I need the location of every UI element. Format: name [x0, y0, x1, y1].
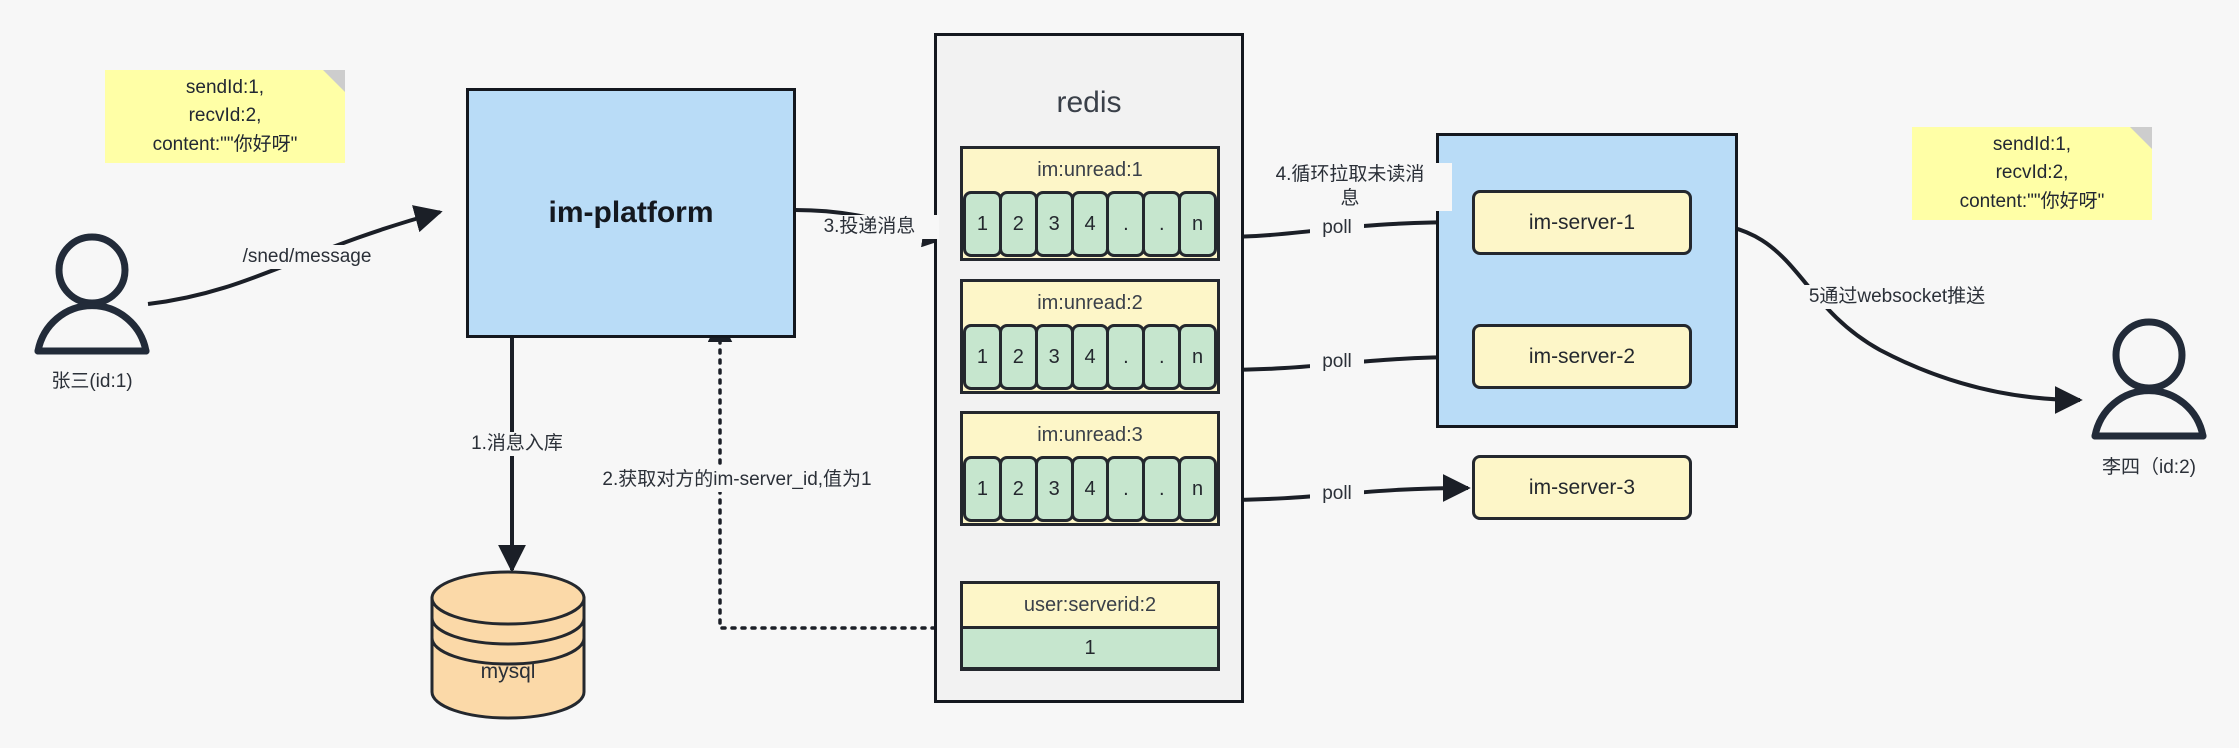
redis-cell[interactable]: 4 [1070, 324, 1110, 390]
note-fold-icon [323, 70, 345, 92]
redis-cell[interactable]: . [1106, 324, 1146, 390]
redis-cell[interactable]: 1 [963, 456, 1002, 522]
edge-label-step4: 4.循环拉取未读消 息 [1248, 163, 1452, 211]
redis-cell[interactable]: 2 [998, 456, 1038, 522]
redis-title: redis [1056, 86, 1122, 119]
im-platform-box[interactable]: im-platform [466, 88, 796, 338]
redis-cell[interactable]: . [1142, 191, 1182, 257]
mysql-label: mysql [480, 660, 536, 683]
redis-cell[interactable]: . [1106, 456, 1146, 522]
redis-cell[interactable]: . [1106, 191, 1146, 257]
edge-label-poll-3: poll [1310, 482, 1364, 506]
redis-cell[interactable]: n [1178, 191, 1218, 257]
redis-cell[interactable]: 4 [1070, 191, 1110, 257]
redis-list-2-cells: 1 2 3 4 . . n [963, 324, 1218, 390]
edge-label-poll-2: poll [1310, 350, 1364, 374]
edge-label-step5: 5通过websocket推送 [1780, 285, 2014, 309]
redis-cell[interactable]: 1 [963, 324, 1002, 390]
redis-kv-value[interactable]: 1 [960, 626, 1220, 670]
receiver-label: 李四（id:2) [2102, 457, 2196, 478]
sender-actor-icon [34, 233, 150, 355]
redis-cell[interactable]: 3 [1034, 324, 1074, 390]
redis-cell[interactable]: 3 [1034, 456, 1074, 522]
edge-server1-to-receiver [1687, 220, 2083, 414]
note-right-text: sendId:1, recvId:2, content:""你好呀" [1959, 133, 2105, 212]
redis-cell[interactable]: n [1178, 456, 1218, 522]
im-server-1-box[interactable]: im-server-1 [1472, 190, 1692, 255]
im-server-2-box[interactable]: im-server-2 [1472, 324, 1692, 389]
note-left: sendId:1, recvId:2, content:""你好呀" [105, 70, 345, 163]
edge-label-step3: 3.投递消息 [800, 215, 939, 239]
redis-list-3-cells: 1 2 3 4 . . n [963, 456, 1218, 522]
redis-cell[interactable]: 2 [998, 324, 1038, 390]
redis-panel: redis im:unread:1 1 2 3 4 . . n im:unrea… [934, 33, 1244, 703]
note-fold-icon [2130, 127, 2152, 149]
edge-label-step2: 2.获取对方的im-server_id,值为1 [570, 468, 904, 492]
redis-cell[interactable]: n [1178, 324, 1218, 390]
edge-label-step1: 1.消息入库 [450, 432, 584, 456]
redis-cell[interactable]: 3 [1034, 191, 1074, 257]
im-server-3-box[interactable]: im-server-3 [1472, 455, 1692, 520]
redis-list-1-cells: 1 2 3 4 . . n [963, 191, 1218, 257]
redis-cell[interactable]: 1 [963, 191, 1002, 257]
redis-cell[interactable]: . [1142, 456, 1182, 522]
receiver-actor-icon [2091, 318, 2207, 440]
edge-label-poll-1: poll [1310, 216, 1364, 240]
edge-label-send-message: /sned/message [225, 245, 389, 269]
note-left-text: sendId:1, recvId:2, content:""你好呀" [152, 76, 298, 155]
redis-list-3[interactable]: im:unread:3 1 2 3 4 . . n [960, 411, 1220, 526]
redis-kv-entry[interactable]: user:serverid:2 1 [960, 581, 1220, 671]
redis-list-1[interactable]: im:unread:1 1 2 3 4 . . n [960, 146, 1220, 261]
mysql-cylinder-icon [430, 570, 586, 720]
redis-kv-key: user:serverid:2 [1023, 593, 1157, 616]
redis-list-2-key: im:unread:2 [1037, 291, 1143, 314]
redis-cell[interactable]: 4 [1070, 456, 1110, 522]
redis-cell[interactable]: 2 [998, 191, 1038, 257]
redis-list-2[interactable]: im:unread:2 1 2 3 4 . . n [960, 279, 1220, 394]
sender-label: 张三(id:1) [51, 371, 133, 392]
redis-list-3-key: im:unread:3 [1037, 423, 1143, 446]
redis-cell[interactable]: . [1142, 324, 1182, 390]
redis-list-1-key: im:unread:1 [1037, 158, 1143, 181]
note-right: sendId:1, recvId:2, content:""你好呀" [1912, 127, 2152, 220]
